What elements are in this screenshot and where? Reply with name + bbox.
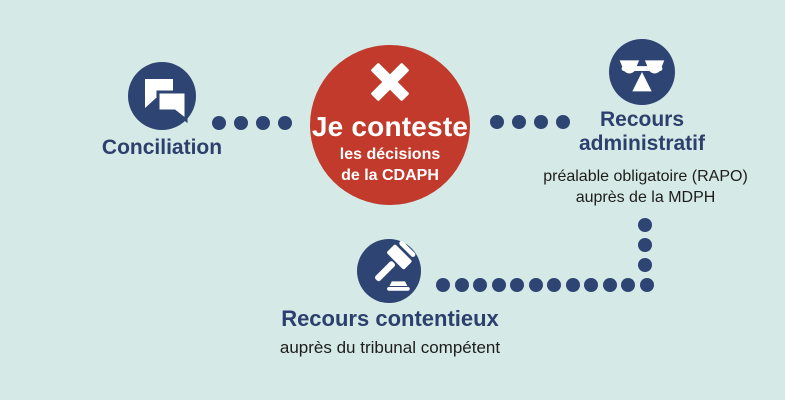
- scales-icon: [609, 39, 675, 105]
- connector-dot: [234, 116, 248, 130]
- connector-dot: [510, 278, 524, 292]
- recours-administratif-node: [609, 39, 675, 105]
- x-cross-icon: [366, 58, 414, 106]
- connector-dot: [621, 278, 635, 292]
- connector-dot: [256, 116, 270, 130]
- connector-dot: [584, 278, 598, 292]
- connector-dot: [638, 238, 652, 252]
- connector-dot: [528, 278, 543, 292]
- recours-administratif-note-line1: préalable obligatoire (RAPO): [543, 168, 748, 185]
- center-node: Je conteste les décisions de la CDAPH: [310, 45, 470, 205]
- speech-bubbles-icon: [128, 62, 196, 130]
- connector-right-dots: [490, 115, 570, 129]
- connector-dot: [512, 115, 526, 129]
- recours-administratif-label-line2: administratif: [578, 132, 706, 155]
- connector-dot: [638, 218, 652, 232]
- recours-administratif-label: Recours administratif: [542, 108, 742, 156]
- gavel-icon: [357, 239, 421, 303]
- conciliation-label: Conciliation: [101, 136, 223, 159]
- connector-dot: [436, 278, 450, 292]
- connector-left-dots: [212, 116, 292, 130]
- connector-dot: [454, 278, 469, 292]
- recours-contentieux-note: auprès du tribunal compétent: [279, 338, 501, 357]
- connector-dot: [491, 278, 506, 292]
- connector-dot: [278, 116, 292, 130]
- recours-contentieux-node: [357, 239, 421, 303]
- connector-dot: [638, 258, 652, 272]
- recours-contentieux-label: Recours contentieux: [281, 306, 499, 331]
- conciliation-node: [128, 62, 196, 130]
- recours-administratif-note-line2: auprès de la MDPH: [575, 189, 716, 206]
- connector-dot: [473, 278, 487, 292]
- recours-administratif-note: préalable obligatoire (RAPO) auprès de l…: [523, 166, 768, 208]
- connector-dot: [547, 278, 561, 292]
- connector-dot: [602, 278, 617, 292]
- recours-administratif-label-line1: Recours: [599, 108, 685, 131]
- connector-dot: [212, 116, 226, 130]
- center-title: Je conteste: [311, 111, 469, 142]
- connector-dot: [490, 115, 504, 129]
- connector-dot: [556, 115, 570, 129]
- connector-dot: [565, 278, 580, 292]
- connector-vertical-dots: [638, 218, 652, 272]
- connector-bottom-dots: [436, 278, 654, 292]
- center-subtitle-line1: les décisions: [339, 146, 441, 163]
- connector-dot: [639, 278, 654, 292]
- connector-dot: [534, 115, 548, 129]
- center-subtitle-line2: de la CDAPH: [341, 167, 439, 184]
